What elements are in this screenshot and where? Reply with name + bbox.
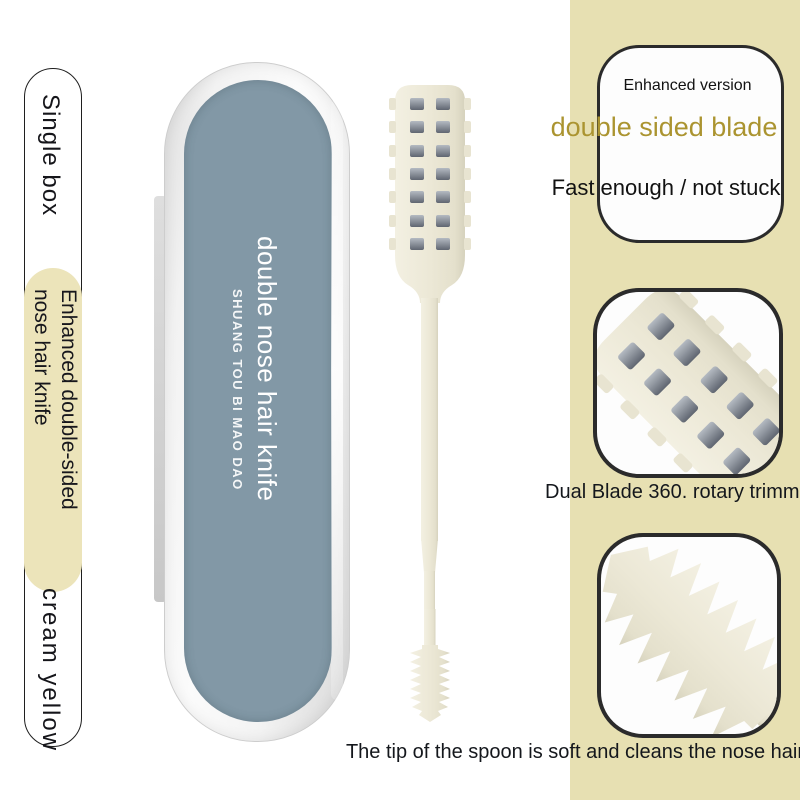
- fast-enough-text: Fast enough / not stuck: [551, 175, 781, 200]
- variant-label-line2: nose hair knife: [30, 289, 53, 426]
- brush-tip: [410, 609, 450, 722]
- blade-zoom-caption: Dual Blade 360. rotary trimming: [545, 481, 800, 503]
- color-name-label: cream yellow: [37, 588, 64, 753]
- double-sided-blade-text: double sided blade: [550, 112, 778, 142]
- single-box-label: Single box: [37, 94, 64, 217]
- case-title: double nose hair knife: [252, 236, 282, 502]
- callout-tip-zoom: [597, 533, 781, 738]
- enhanced-version-text: Enhanced version: [623, 77, 752, 94]
- tip-zoom-caption: The tip of the spoon is soft and cleans …: [345, 741, 800, 763]
- case-shine-highlight: [331, 100, 343, 700]
- variant-pill: [24, 268, 82, 592]
- case-label: [184, 80, 332, 722]
- case-hinge-tab: [154, 196, 167, 602]
- tip-zoom-art: [601, 537, 777, 734]
- variant-label-line1: Enhanced double-sided: [57, 289, 80, 510]
- case-subtitle: SHUANG TOU BI MAO DAO: [230, 289, 245, 491]
- trimmer-graphic: [389, 85, 471, 722]
- callout-enhanced-box: [597, 45, 784, 243]
- blade-head: [389, 85, 471, 303]
- callout-blade-zoom: [593, 288, 783, 478]
- variant-label: Enhanced double-sided nose hair knife: [24, 289, 82, 599]
- blade-zoom-art: [597, 292, 779, 474]
